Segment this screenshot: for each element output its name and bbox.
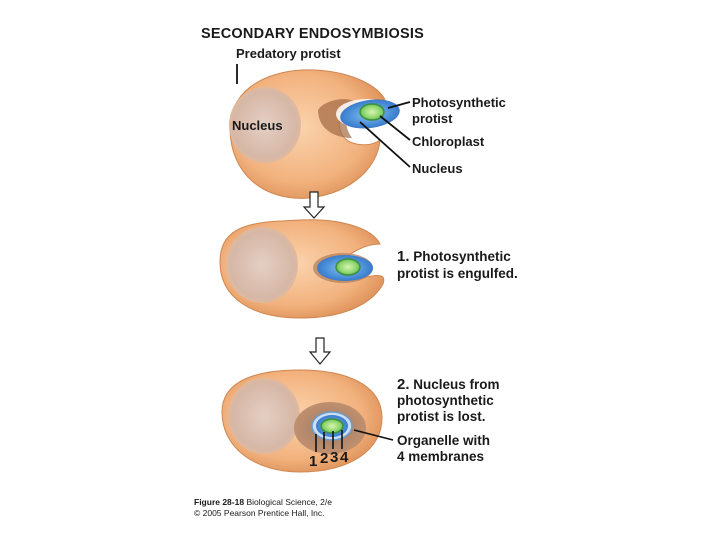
- membrane-number-4: 4: [340, 449, 349, 466]
- step2-label: 2. Nucleus from: [397, 377, 500, 393]
- panel3-organelle-four-membranes: [294, 402, 366, 454]
- panel3-membrane-pointers: [315, 429, 394, 452]
- diagram-title: SECONDARY ENDOSYMBIOSIS: [201, 26, 424, 42]
- panel3-host-nucleus: [228, 378, 300, 454]
- panel1-photosynthetic-protist: [336, 99, 400, 129]
- step1-text-line2: protist is engulfed.: [397, 266, 518, 281]
- caption-line1: Figure 28-18 Biological Science, 2/e: [194, 497, 332, 508]
- predatory-protist-label: Predatory protist: [236, 46, 341, 61]
- organelle-label-line1: Organelle with: [397, 433, 491, 448]
- step2-text-line2: photosynthetic: [397, 393, 494, 408]
- step1-text-line1: Photosynthetic: [413, 249, 511, 264]
- panel1-host-nucleus: [229, 87, 301, 163]
- panel1-leader-lines: [236, 64, 411, 168]
- book-title: Biological Science, 2/e: [246, 497, 332, 507]
- down-arrow-2: [308, 337, 332, 365]
- down-arrow-1: [302, 191, 326, 219]
- membrane-number-1: 1: [309, 453, 318, 470]
- step1-number: 1.: [397, 248, 410, 265]
- chloroplast-label: Chloroplast: [412, 134, 485, 149]
- panel2-photosynthetic-protist: [313, 253, 373, 283]
- figure-number: Figure 28-18: [194, 497, 245, 507]
- step2-text-line3: protist is lost.: [397, 409, 486, 424]
- photosynthetic-protist-label-line2: protist: [412, 111, 453, 126]
- step2-number: 2.: [397, 376, 410, 393]
- panel2-host-nucleus: [226, 227, 298, 303]
- protist-nucleus-label: Nucleus: [412, 161, 463, 176]
- organelle-label-line2: 4 membranes: [397, 449, 485, 464]
- step2-text-line1: Nucleus from: [413, 377, 500, 392]
- host-nucleus-label: Nucleus: [232, 118, 283, 133]
- copyright-line: © 2005 Pearson Prentice Hall, Inc.: [194, 508, 325, 518]
- step1-label: 1. Photosynthetic: [397, 249, 511, 265]
- membrane-number-3: 3: [330, 449, 339, 466]
- photosynthetic-protist-label-line1: Photosynthetic: [412, 95, 506, 110]
- membrane-number-2: 2: [320, 450, 329, 467]
- figure-caption: Figure 28-18 Biological Science, 2/e © 2…: [194, 497, 332, 519]
